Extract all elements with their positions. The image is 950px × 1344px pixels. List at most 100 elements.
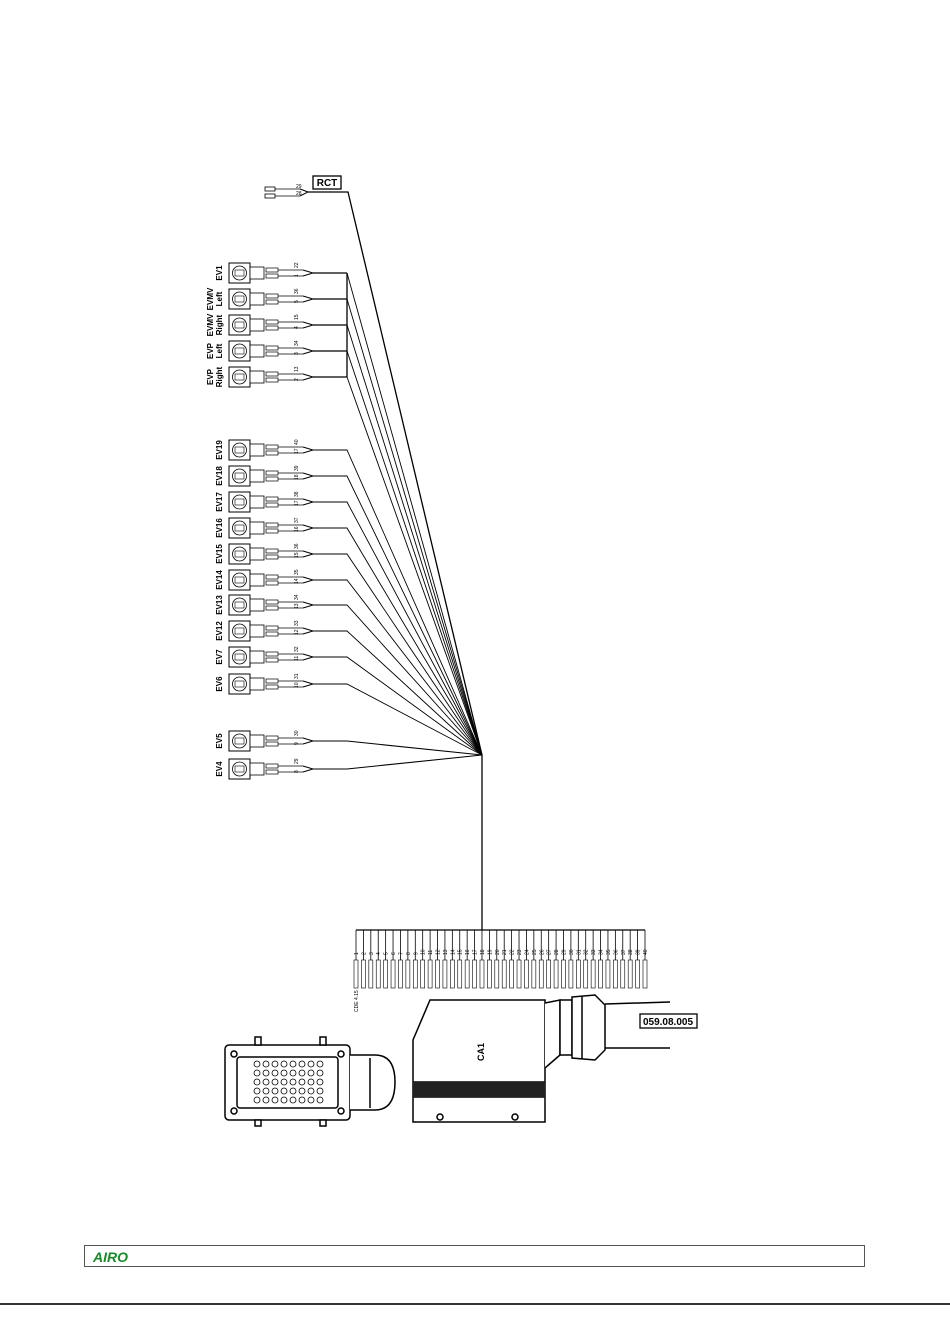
ev-pin-number: 3 xyxy=(294,352,300,355)
ev-connector: 39 18 EV18 xyxy=(215,465,315,487)
bus-pin-number: 29 xyxy=(561,949,567,955)
bus-pin-number: 34 xyxy=(599,949,605,955)
ev-pin-number: 18 xyxy=(294,474,300,480)
ev-label: EV19 xyxy=(215,440,224,460)
bus-pin-number: 38 xyxy=(628,949,634,955)
bus-pin-number: 30 xyxy=(569,949,575,955)
ev-pin-number: 5 xyxy=(294,300,300,303)
wire-note: CDE 4.15 xyxy=(354,990,360,1012)
ev-label: EV1 xyxy=(215,265,224,281)
airo-logo: AIRO xyxy=(92,1249,128,1265)
ev-label: EV16 xyxy=(215,518,224,538)
ev-pin-number: 13 xyxy=(294,366,300,372)
bus-pin-number: 13 xyxy=(443,949,449,955)
bus-pin-number: 1 xyxy=(354,952,360,955)
ev-pin-number: 9 xyxy=(294,742,300,745)
bus-pin-number: 26 xyxy=(539,949,545,955)
ca1-label: CA1 xyxy=(476,1043,486,1061)
part-number: 059.08.005 xyxy=(643,1017,693,1028)
ev-label: EV6 xyxy=(215,676,224,692)
bus-pin-number: 21 xyxy=(502,949,508,955)
ev-pin-number: 15 xyxy=(294,314,300,320)
ev-label: EV17 xyxy=(215,492,224,512)
bus-pin-number: 37 xyxy=(621,949,627,955)
ev-label: EVP xyxy=(206,342,215,359)
ev-pin-number: 8 xyxy=(294,770,300,773)
bus-pin-number: 5 xyxy=(384,952,390,955)
ev-pin-number: 34 xyxy=(294,340,300,346)
ev-pin-number: 33 xyxy=(294,620,300,626)
bus-pin-number: 11 xyxy=(428,950,434,955)
ev-pin-number: 14 xyxy=(294,578,300,584)
ev-pin-number: 39 xyxy=(294,465,300,471)
ev-pin-number: 17 xyxy=(294,448,300,454)
connector-face xyxy=(224,1036,396,1127)
ev-pin-number: 37 xyxy=(294,517,300,523)
bus-pin-number: 23 xyxy=(517,949,523,955)
bus-pin-number: 16 xyxy=(465,949,471,955)
rct-pin-number: 29 xyxy=(296,184,302,190)
wires xyxy=(308,191,645,931)
bus-pin-number: 25 xyxy=(532,949,538,955)
ca1-connector xyxy=(412,994,671,1123)
bus-pin-number: 33 xyxy=(591,949,597,955)
ev-pin-number: 36 xyxy=(294,543,300,549)
bus-pin-number: 24 xyxy=(524,949,530,955)
bus-pin-number: 17 xyxy=(473,949,479,955)
bus-pin-number: 18 xyxy=(480,949,486,955)
bus-pin-number: 9 xyxy=(413,952,419,955)
ev-label: Right xyxy=(215,314,224,335)
ev-label: Left xyxy=(215,343,224,358)
ev-pin-number: 22 xyxy=(294,262,300,268)
bus-pin-number: 12 xyxy=(436,949,442,955)
ev-pin-number: 13 xyxy=(294,603,300,609)
bus-pin-number: 15 xyxy=(458,949,464,955)
rct-label: RCT xyxy=(317,178,338,189)
ev-label: EVP xyxy=(206,368,215,385)
ev-pin-number: 4 xyxy=(294,326,300,329)
bus-pin-number: 10 xyxy=(421,949,427,955)
ev-pin-number: 15 xyxy=(294,552,300,558)
ev-pin-number: 29 xyxy=(294,758,300,764)
bus-pin-number: 28 xyxy=(554,949,560,955)
ev-pin-number: 30 xyxy=(294,730,300,736)
ev-label: EV14 xyxy=(215,570,224,590)
ev-pin-number: 32 xyxy=(294,646,300,652)
ev-label: EV12 xyxy=(215,621,224,641)
bus-pin-number: 40 xyxy=(643,949,649,955)
page-bottom-rule xyxy=(0,1303,950,1305)
bus-pin-number: 14 xyxy=(450,949,456,955)
ev-pin-number: 34 xyxy=(294,594,300,600)
ev-pin-number: 11 xyxy=(294,656,300,661)
ev-label: EVMV xyxy=(206,287,215,310)
ev-label: EV18 xyxy=(215,466,224,486)
ev-label: Left xyxy=(215,291,224,306)
bus-pin-number: 32 xyxy=(584,949,590,955)
ev-pin-number: 31 xyxy=(294,673,300,679)
bus-pin-number: 20 xyxy=(495,949,501,955)
bus-pin-number: 22 xyxy=(510,949,516,955)
ev-pin-number: 12 xyxy=(294,629,300,635)
ev-pin-number: 38 xyxy=(294,491,300,497)
bus-pin-number: 27 xyxy=(547,949,553,955)
logo-text: AIRO xyxy=(92,1249,128,1265)
rct-connector: RCT xyxy=(312,175,342,190)
